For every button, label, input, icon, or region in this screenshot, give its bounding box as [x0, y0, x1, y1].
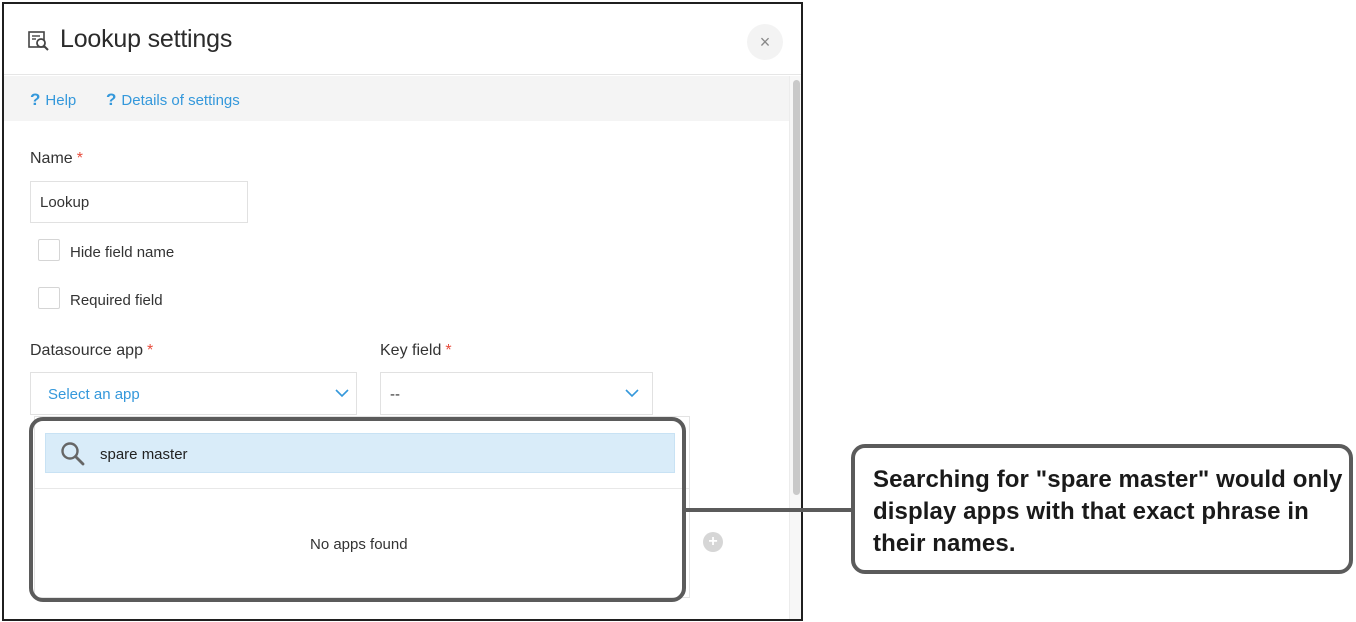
help-link[interactable]: ?Help	[30, 90, 76, 110]
lookup-settings-dialog: Lookup settings × ?Help ?Details of sett…	[2, 2, 803, 621]
hide-field-name-checkbox[interactable]	[38, 239, 60, 261]
annotation-connector-line	[686, 508, 852, 512]
required-marker: *	[445, 342, 452, 359]
search-icon	[61, 442, 85, 466]
scroll-thumb[interactable]	[793, 80, 800, 495]
required-field-checkbox[interactable]	[38, 287, 60, 309]
hide-field-name-label: Hide field name	[70, 244, 175, 261]
required-marker: *	[76, 150, 83, 167]
chevron-down-icon	[625, 389, 639, 398]
details-link-label: Details of settings	[121, 92, 240, 109]
help-link-label: Help	[45, 92, 77, 109]
datasource-app-select[interactable]: Select an app	[30, 372, 357, 415]
dropdown-divider	[35, 488, 689, 489]
lookup-field-icon	[28, 31, 49, 51]
required-field-label: Required field	[70, 292, 163, 309]
close-button[interactable]: ×	[747, 24, 783, 60]
name-label: Name*	[30, 150, 83, 167]
no-apps-message: No apps found	[310, 536, 408, 553]
datasource-app-placeholder: Select an app	[48, 386, 140, 403]
datasource-app-label: Datasource app*	[30, 342, 154, 359]
add-field-mapping-icon[interactable]: +	[703, 532, 723, 552]
key-field-value: --	[390, 386, 400, 403]
chevron-down-icon	[335, 389, 349, 398]
key-field-select[interactable]: --	[380, 372, 653, 415]
dialog-header: Lookup settings ×	[4, 4, 801, 75]
key-field-label: Key field*	[380, 342, 452, 359]
app-search-box[interactable]: spare master	[45, 433, 675, 473]
dialog-scrollbar[interactable]	[789, 76, 801, 619]
help-bar: ?Help ?Details of settings	[4, 76, 789, 121]
search-input-value[interactable]: spare master	[100, 446, 188, 463]
details-of-settings-link[interactable]: ?Details of settings	[106, 90, 240, 110]
question-icon: ?	[106, 90, 117, 109]
dialog-title: Lookup settings	[60, 25, 233, 53]
required-marker: *	[146, 342, 154, 359]
callout-text: Searching for "spare master" would only …	[873, 466, 1343, 557]
name-input[interactable]	[30, 181, 248, 223]
question-icon: ?	[30, 90, 41, 109]
annotation-callout: Searching for "spare master" would only …	[851, 444, 1353, 574]
